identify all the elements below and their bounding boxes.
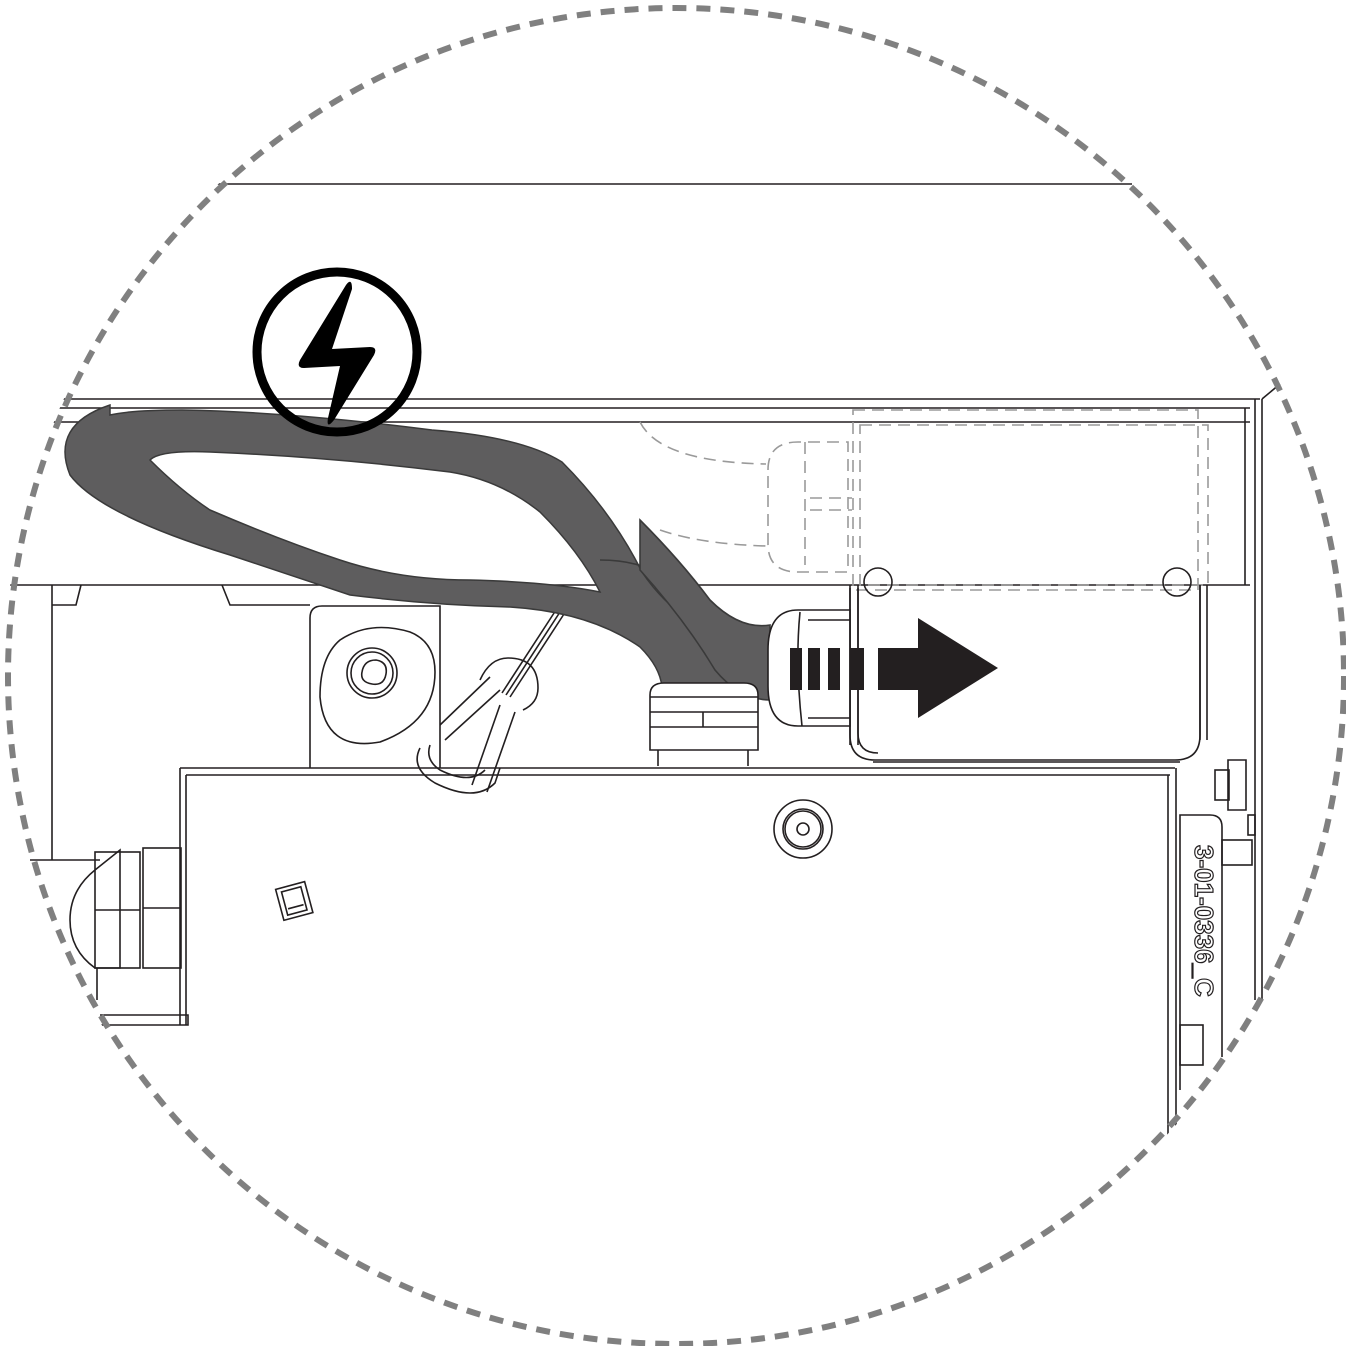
hex-nut-stack [69,847,182,1000]
right-bolt[interactable] [1214,759,1256,866]
electrical-hazard-lightning-icon [252,267,422,437]
chassis-panel [100,767,1177,1346]
top-rail [4,383,1281,1000]
hidden-receptacle [639,409,1209,591]
pull-direction-arrow [790,618,998,718]
chassis-screw[interactable] [773,799,833,859]
label-plate [1179,814,1223,1090]
part-number-label: 3-01-0336_C [1189,845,1219,997]
latch-switch-icon[interactable] [274,880,314,922]
rail-hole-right [1162,567,1192,597]
carabiner-clip [416,609,565,794]
detail-view-border [5,5,1346,1346]
rail-hole-left [863,567,893,597]
left-frame [30,584,310,861]
mounting-bracket [309,605,441,768]
cable-gland[interactable] [649,682,759,766]
